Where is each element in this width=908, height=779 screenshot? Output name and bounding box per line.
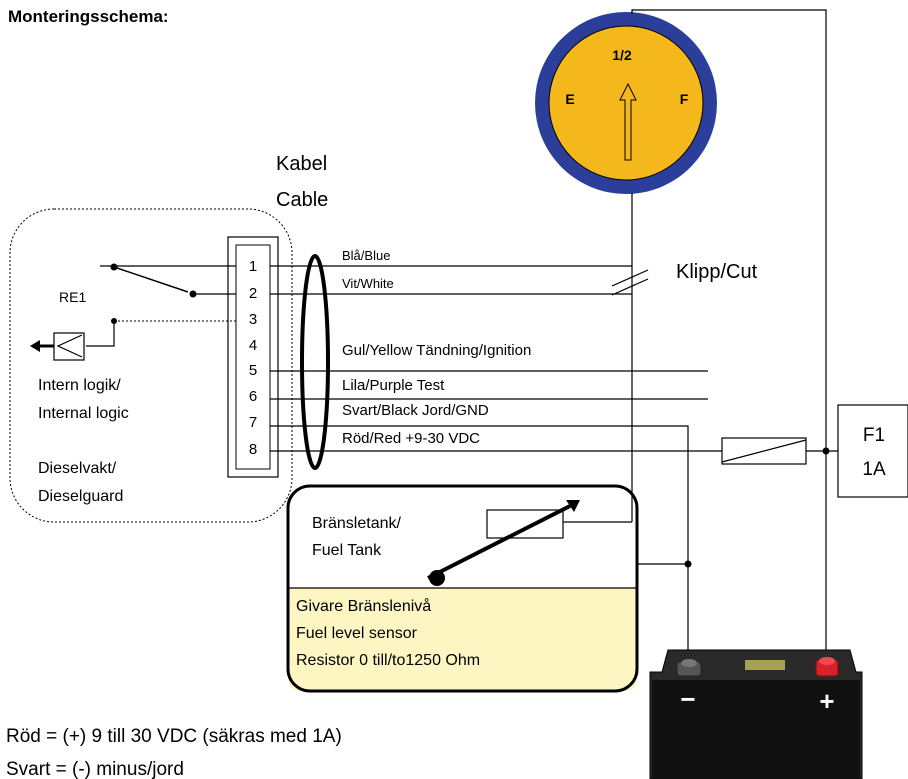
logic-label-en: Internal logic	[38, 405, 129, 422]
pin-number: 8	[249, 441, 257, 458]
pin-number: 5	[249, 362, 257, 379]
cut-marks	[611, 269, 649, 296]
tank-label-sv: Bränsletank/	[312, 515, 401, 532]
gauge-full-label: F	[680, 91, 689, 107]
wire-label-red: Röd/Red +9-30 VDC	[342, 430, 480, 447]
wire-label-blue: Blå/Blue	[342, 248, 390, 263]
wire-label-purple: Lila/Purple Test	[342, 377, 445, 394]
logic-output-arrow-head	[30, 340, 40, 352]
cut-slash	[611, 269, 649, 287]
relay-label: RE1	[59, 289, 86, 305]
note-red: Röd = (+) 9 till 30 VDC (säkras med 1A)	[6, 726, 342, 747]
battery-minus-label: −	[680, 684, 695, 714]
cut-label: Klipp/Cut	[676, 261, 758, 283]
battery-body	[652, 680, 860, 779]
relay-re1: RE1	[59, 263, 236, 305]
gauge-empty-label: E	[565, 91, 574, 107]
logic-wire	[86, 321, 115, 347]
cable-label-sv: Kabel	[276, 153, 327, 175]
fuel-gauge: 1/2 E F	[535, 12, 717, 194]
tank-label-en: Fuel Tank	[312, 542, 382, 559]
cut-slash	[611, 278, 649, 296]
sensor-float-arm	[427, 504, 571, 580]
tank-liquid	[288, 588, 637, 691]
fuse-label-box	[837, 404, 908, 498]
note-black: Svart = (-) minus/jord	[6, 759, 184, 779]
harness-wires: Blå/Blue Vit/White Gul/Yellow Tändning/I…	[270, 248, 722, 676]
battery-terminal-plus-top	[819, 657, 835, 665]
sensor-label-1: Givare Bränslenivå	[296, 597, 431, 615]
fuse-f1: F1 1A	[721, 404, 908, 498]
unit-name-en: Dieselguard	[38, 488, 123, 505]
sensor-float	[429, 570, 445, 586]
connector-pins: 1 2 3 4 5 6 7 8	[249, 258, 257, 458]
gauge-half-label: 1/2	[612, 47, 632, 63]
wire-label-black: Svart/Black Jord/GND	[342, 402, 489, 419]
pin-number: 3	[249, 311, 257, 328]
fuse-element	[721, 439, 807, 463]
cable-label-en: Cable	[276, 189, 328, 211]
battery-terminal-minus-top	[681, 659, 697, 667]
pin-number: 7	[249, 414, 257, 431]
internal-logic	[30, 318, 236, 361]
wire-ground	[270, 425, 689, 676]
pin-number: 4	[249, 337, 257, 354]
relay-switch-arm	[113, 266, 189, 293]
gauge-needle-arrow	[619, 82, 637, 161]
pin-number: 1	[249, 258, 257, 275]
pin-number: 2	[249, 285, 257, 302]
connector-inner	[235, 244, 271, 470]
sensor-label-3: Resistor 0 till/to1250 Ohm	[296, 652, 480, 669]
dieselguard-unit-outline	[9, 208, 293, 523]
cable-bundle	[300, 254, 330, 470]
wire-label-white: Vit/White	[342, 276, 394, 291]
sensor-label-2: Fuel level sensor	[296, 625, 418, 642]
sensor-arm-arrowhead	[566, 500, 580, 512]
battery-indicator	[745, 660, 785, 670]
pin-number: 6	[249, 388, 257, 405]
relay-contact-node	[189, 290, 197, 298]
unit-name-sv: Dieselvakt/	[38, 460, 117, 477]
fuse-name: F1	[863, 425, 885, 446]
page-title: Monteringsschema:	[8, 7, 169, 26]
fuel-tank: Bränsletank/ Fuel Tank Givare Bränsleniv…	[286, 484, 692, 693]
fuse-rating: 1A	[862, 459, 886, 480]
logic-driver-triangle	[56, 334, 83, 358]
logic-label-sv: Intern logik/	[38, 377, 121, 394]
battery: − +	[649, 649, 863, 779]
wire-label-yellow: Gul/Yellow Tändning/Ignition	[342, 342, 531, 359]
battery-plus-label: +	[819, 686, 834, 716]
